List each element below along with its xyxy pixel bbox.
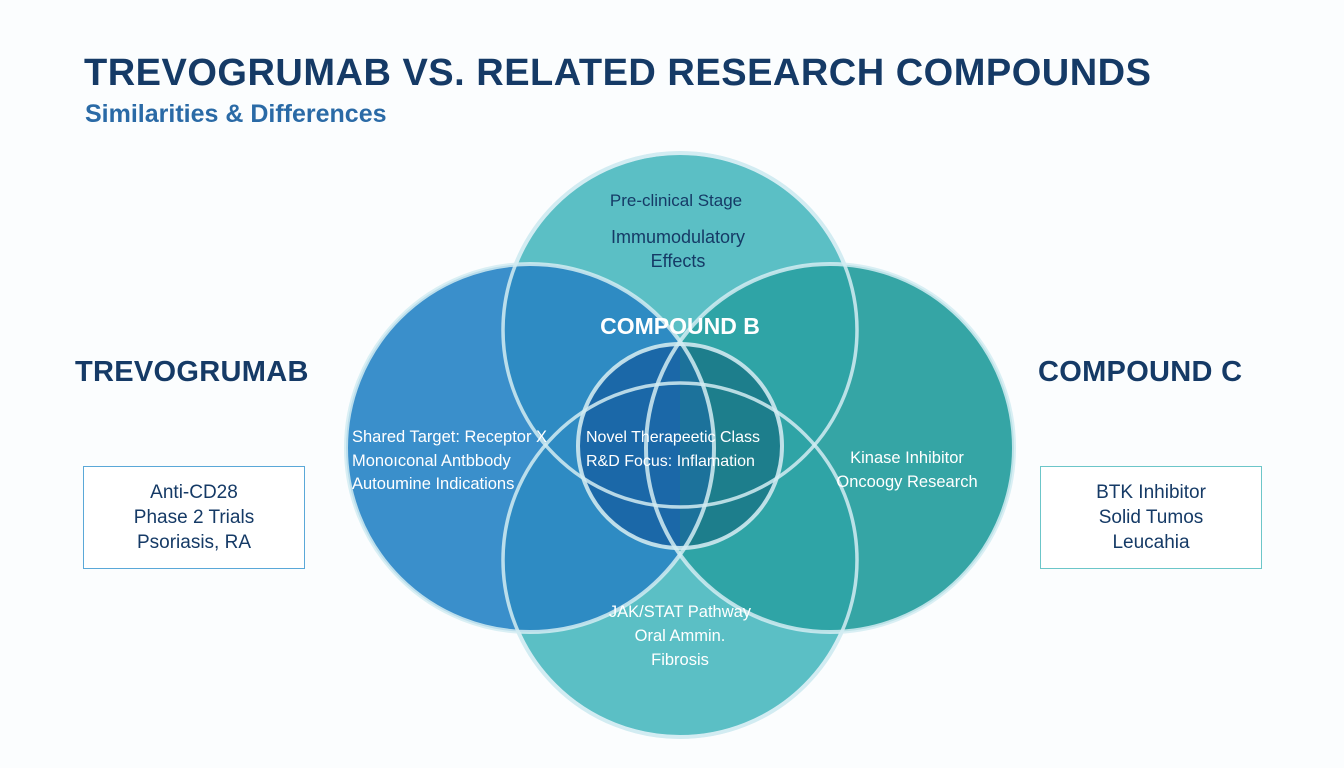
trevogrumab-detail: Anti-CD28 <box>150 482 238 503</box>
left-region-line-1: Shared Target: Receptor X <box>352 428 547 446</box>
bottom-region-line-2: Oral Ammin. <box>635 627 726 645</box>
center-region-line-2: R&D Focus: Inflamation <box>586 453 755 470</box>
compound-c-info-box: BTK Inhibitor Solid Tumos Leucahia <box>1040 466 1262 569</box>
page-title: TREVOGRUMAB VS. RELATED RESEARCH COMPOUN… <box>84 52 1152 94</box>
left-region-line-2: Monoıconal Antbbody <box>352 452 511 470</box>
left-region-line-3: Autoumine Indications <box>352 475 514 493</box>
top-region-line-3: Effects <box>651 251 706 271</box>
trevogrumab-label: TREVOGRUMAB <box>75 356 309 388</box>
right-region-line-1: Kinase Inhibitor <box>850 449 964 467</box>
page-subtitle: Similarities & Differences <box>85 100 387 128</box>
compound-c-detail: BTK Inhibitor <box>1096 482 1206 503</box>
center-region-line-1: Novel Therapeetic Class <box>586 429 760 446</box>
top-region-line-2: Immumodulatory <box>611 227 745 247</box>
compound-c-detail: Leucahia <box>1112 532 1190 553</box>
bottom-region-line-3: Fibrosis <box>651 651 709 669</box>
trevogrumab-info-box: Anti-CD28 Phase 2 Trials Psoriasis, RA <box>83 466 305 569</box>
trevogrumab-detail: Phase 2 Trials <box>133 507 255 528</box>
right-region-line-2: Oncoogy Research <box>836 473 977 491</box>
bottom-region-line-1: JAK/STAT Pathway <box>609 603 752 621</box>
compound-c-label: COMPOUND C <box>1038 356 1243 388</box>
compound-b-label: COMPOUND B <box>600 313 760 339</box>
top-region-line-1: Pre-clinical Stage <box>610 191 742 210</box>
trevogrumab-detail: Psoriasis, RA <box>136 532 252 553</box>
compound-c-detail: Solid Tumos <box>1098 507 1204 528</box>
